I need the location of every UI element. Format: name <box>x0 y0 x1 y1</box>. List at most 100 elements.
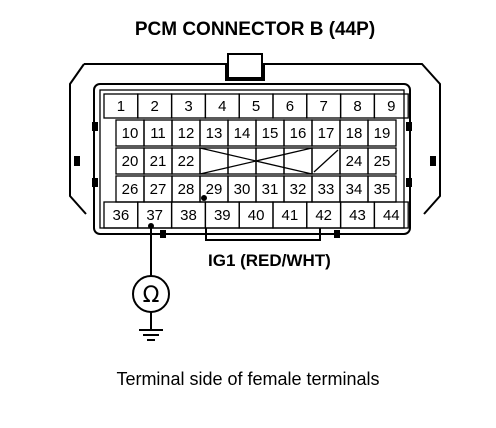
pin-cell: 3 <box>170 93 207 119</box>
pin-number: 11 <box>150 125 166 142</box>
connector-housing <box>69 53 441 241</box>
pin-number: 34 <box>346 181 363 198</box>
highlight-marker <box>201 195 207 201</box>
wire-label: IG1 (RED/WHT) <box>208 251 331 270</box>
pin-number: 36 <box>113 207 130 224</box>
caption: Terminal side of female terminals <box>116 369 379 389</box>
pin-cell: 40 <box>238 201 274 229</box>
pin-cell <box>227 147 257 175</box>
pin-number: 5 <box>252 98 260 115</box>
pin-number: 24 <box>346 153 363 170</box>
pin-number: 14 <box>234 125 251 142</box>
pin-cell: 6 <box>272 93 308 119</box>
pin-cell: 14 <box>227 119 257 147</box>
pin-number: 28 <box>178 181 195 198</box>
pin-cell: 44 <box>373 201 409 229</box>
pin-cell: 25 <box>367 147 397 175</box>
pin-number: 32 <box>290 181 307 198</box>
pin-cell: 8 <box>339 93 376 119</box>
pin-cell: 30 <box>227 175 257 203</box>
pin-number: 12 <box>178 125 195 142</box>
pin-cell: 18 <box>339 119 369 147</box>
pin-number: 39 <box>214 207 231 224</box>
pin-cell: 10 <box>115 119 145 147</box>
pin-number: 27 <box>150 181 167 198</box>
pin-cell: 22 <box>171 147 201 175</box>
ohmmeter-icon: Ω <box>132 275 170 313</box>
empty-cavity-mark <box>313 149 339 173</box>
test-lead <box>148 223 154 276</box>
empty-cavity-mark <box>199 147 313 175</box>
pin-cell: 41 <box>272 201 308 229</box>
pin-cell: 32 <box>283 175 313 203</box>
pin-cell: 37 <box>137 201 173 229</box>
pin-number: 43 <box>349 207 366 224</box>
pin-number: 26 <box>122 181 139 198</box>
pin-cell: 42 <box>306 201 342 229</box>
pin-number: 16 <box>290 125 307 142</box>
pin-number: 4 <box>218 98 226 115</box>
pin-number: 21 <box>150 153 167 170</box>
pin-cell: 4 <box>204 93 240 119</box>
pin-cell: 11 <box>143 119 173 147</box>
pin-cell: 21 <box>143 147 173 175</box>
pin-cell: 36 <box>103 201 139 229</box>
pin-cell: 5 <box>238 93 274 119</box>
pin-cell: 7 <box>306 93 342 119</box>
pin-cell: 24 <box>339 147 369 175</box>
pin-cell: 38 <box>170 201 207 229</box>
pin-number: 29 <box>206 181 223 198</box>
pin-cell: 27 <box>143 175 173 203</box>
pin-number: 8 <box>353 98 361 115</box>
pin-number: 33 <box>318 181 335 198</box>
pin-number: 15 <box>262 125 279 142</box>
pin-cell: 16 <box>283 119 313 147</box>
pin-cell: 35 <box>367 175 397 203</box>
pin-number: 10 <box>122 125 139 142</box>
pin-number: 40 <box>248 207 265 224</box>
pin-number: 3 <box>184 98 192 115</box>
pin-cell: 39 <box>204 201 240 229</box>
pin-number: 18 <box>346 125 363 142</box>
pin-number: 41 <box>282 207 299 224</box>
pin-cell: 20 <box>115 147 145 175</box>
pin-number: 17 <box>318 125 335 142</box>
pin-cell: 26 <box>115 175 145 203</box>
pin-number: 30 <box>234 181 251 198</box>
pin-cell: 33 <box>311 175 341 203</box>
pin-cell: 13 <box>199 119 229 147</box>
pin-cell: 34 <box>339 175 369 203</box>
pin-number: 20 <box>122 153 139 170</box>
pin-number: 44 <box>383 207 400 224</box>
pin-number: 25 <box>374 153 391 170</box>
pin-number: 31 <box>262 181 279 198</box>
pin-cell <box>255 147 285 175</box>
pin-number: 19 <box>374 125 391 142</box>
diagram-title: PCM CONNECTOR B (44P) <box>135 19 375 40</box>
pin-number: 9 <box>387 98 395 115</box>
pin-number: 13 <box>206 125 223 142</box>
ground-icon <box>139 312 163 341</box>
pin-cell: 1 <box>103 93 139 119</box>
pin-cell: 29 <box>199 175 229 203</box>
pin-cell: 43 <box>339 201 376 229</box>
pin-number: 2 <box>151 98 159 115</box>
pin-cell: 15 <box>255 119 285 147</box>
pin-cell: 9 <box>373 93 409 119</box>
pin-number: 6 <box>286 98 294 115</box>
pin-cell: 17 <box>311 119 341 147</box>
pin-number: 22 <box>178 153 195 170</box>
pin-cell: 31 <box>255 175 285 203</box>
pin-number: 7 <box>320 98 328 115</box>
pin-number: 38 <box>180 207 197 224</box>
pin-cell: 28 <box>171 175 201 203</box>
pin-number: 35 <box>374 181 391 198</box>
pin-cell: 2 <box>137 93 173 119</box>
pin-cell: 12 <box>171 119 201 147</box>
ohm-symbol: Ω <box>143 283 160 308</box>
pin-number: 1 <box>117 98 125 115</box>
pin-cell: 19 <box>367 119 397 147</box>
pin-number: 42 <box>315 207 332 224</box>
